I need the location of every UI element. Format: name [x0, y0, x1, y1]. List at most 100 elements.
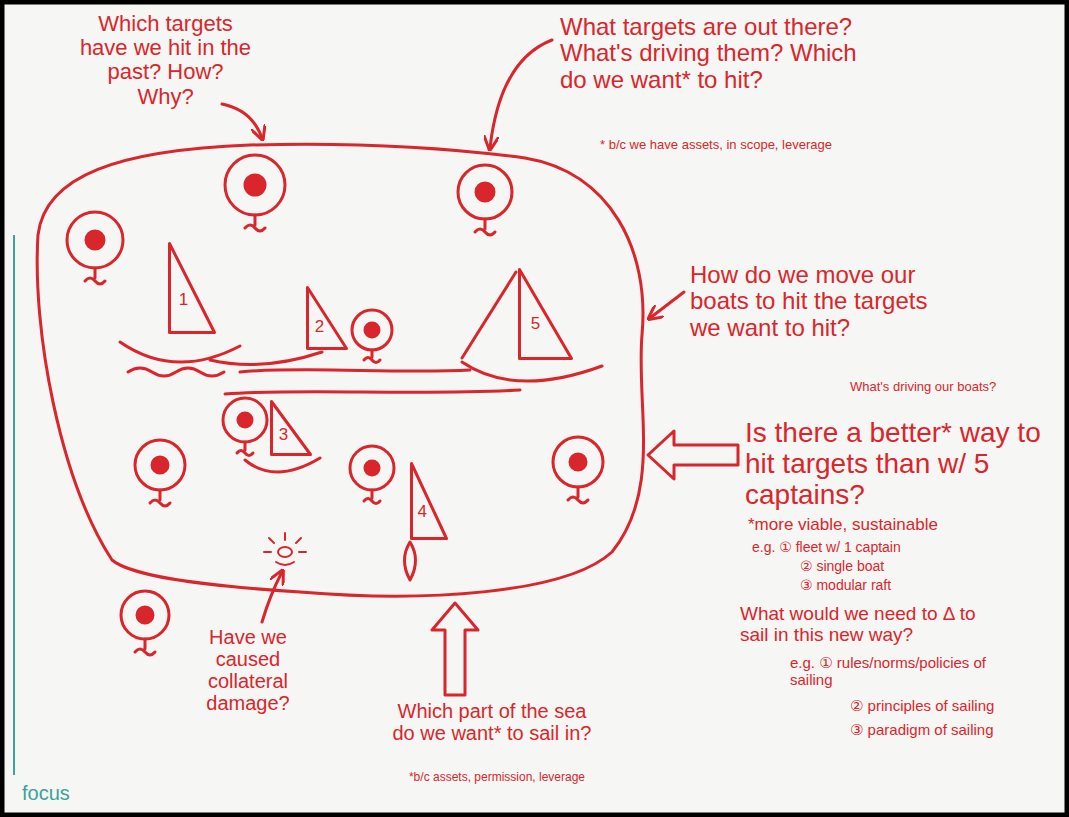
sail-outline	[520, 270, 572, 359]
sail-shape-svg	[306, 286, 348, 350]
target-dot	[365, 323, 379, 337]
note-wrap: Is there a better* way to hit targets th…	[745, 418, 1050, 510]
leader-arrow	[222, 104, 262, 138]
sail-shape-svg	[410, 462, 448, 540]
handwritten-note: *b/c assets, permission, leverage	[392, 771, 602, 784]
target-stand	[568, 487, 588, 503]
note-wrap: What's driving our boats?	[850, 380, 1030, 394]
sail: 1	[168, 242, 216, 334]
sail-outline	[170, 244, 215, 333]
handwritten-note: Which targets have we hit in the past? H…	[78, 12, 253, 109]
handwritten-note: What would we need to Δ to sail in this …	[740, 604, 980, 646]
water-line	[240, 370, 470, 372]
note-wrap: Which part of the sea do we want* to sai…	[392, 700, 592, 744]
sail-outline	[308, 288, 347, 349]
boat-hull	[245, 458, 320, 472]
boat-hull	[210, 352, 322, 365]
boat-number: 3	[279, 426, 288, 443]
target-stand	[237, 442, 253, 456]
handwritten-note: How do we move our boats to hit the targ…	[690, 262, 940, 341]
sail-shape-svg	[270, 400, 312, 456]
handwritten-note: ③ modular raft	[800, 578, 1000, 593]
sail-outline	[272, 402, 311, 455]
target-dot	[86, 231, 104, 249]
teal-line	[13, 235, 15, 775]
target	[225, 155, 285, 215]
target-dot	[365, 461, 379, 475]
water-line	[225, 390, 520, 394]
explosion	[264, 533, 306, 565]
note-wrap: Which targets have we hit in the past? H…	[78, 12, 253, 109]
target-dot	[476, 183, 494, 201]
note-wrap: ③ modular raft	[800, 578, 1000, 593]
leader-arrow	[262, 572, 282, 622]
note-wrap: ② single boat	[800, 559, 1000, 574]
target-stand	[135, 639, 155, 655]
sail: 4	[410, 462, 448, 540]
boat-number: 5	[531, 315, 540, 332]
sail: 2	[306, 286, 348, 350]
note-wrap: * b/c we have assets, in scope, leverage	[600, 138, 890, 152]
target-dot	[238, 413, 252, 427]
target-stand	[475, 219, 495, 235]
boat-number: 4	[417, 503, 426, 520]
target	[135, 440, 185, 490]
note-wrap: focus	[22, 782, 122, 804]
note-wrap: ② principles of sailing	[850, 698, 1050, 715]
target-dot	[137, 607, 153, 623]
handwritten-note: *more viable, sustainable	[748, 516, 1048, 535]
target	[121, 591, 169, 639]
target-stand	[364, 350, 380, 363]
handwritten-note: ③ paradigm of sailing	[850, 722, 1050, 739]
note-wrap: e.g. ① fleet w/ 1 captain	[752, 540, 1012, 555]
sail-shape-svg	[168, 242, 216, 334]
target	[458, 165, 512, 219]
boom-line	[462, 272, 516, 358]
handwritten-note: Have we caused collateral damage?	[188, 626, 308, 714]
handwritten-note: * b/c we have assets, in scope, leverage	[600, 138, 890, 152]
handwritten-note: ② principles of sailing	[850, 698, 1050, 715]
note-wrap: *b/c assets, permission, leverage	[392, 771, 602, 784]
target-dot	[570, 454, 586, 470]
target-stand	[85, 268, 105, 284]
target	[67, 212, 123, 268]
note-wrap: What targets are out there? What's drivi…	[560, 14, 870, 93]
handwritten-note: Is there a better* way to hit targets th…	[745, 418, 1050, 510]
target	[352, 310, 392, 350]
hollow-arrow	[432, 603, 478, 695]
handwritten-note: e.g. ① rules/norms/policies of sailing	[790, 655, 1010, 688]
note-wrap: *more viable, sustainable	[748, 516, 1048, 535]
target	[553, 437, 603, 487]
note-wrap: ③ paradigm of sailing	[850, 722, 1050, 739]
handwritten-note: focus	[22, 782, 122, 804]
sail-outline	[412, 464, 447, 539]
boat-number: 1	[179, 291, 188, 308]
leader-arrow	[490, 40, 552, 148]
boat-hull	[462, 362, 602, 381]
target-stand	[364, 490, 380, 504]
handwritten-note: e.g. ① fleet w/ 1 captain	[752, 540, 1012, 555]
sail: 5	[518, 268, 573, 360]
leader-arrow	[650, 292, 684, 318]
note-wrap: Have we caused collateral damage?	[188, 626, 308, 714]
sail-shape-svg	[518, 268, 573, 360]
target-dot	[245, 175, 265, 195]
boat-number: 2	[315, 318, 324, 335]
handwritten-note: What's driving our boats?	[850, 380, 1030, 394]
note-wrap: How do we move our boats to hit the targ…	[690, 262, 940, 341]
boat-hull	[405, 542, 416, 580]
hollow-arrow	[648, 431, 738, 479]
sail: 3	[270, 400, 312, 456]
handwritten-note: ② single boat	[800, 559, 1000, 574]
target	[350, 446, 394, 490]
target-stand	[245, 215, 265, 231]
handwritten-note: Which part of the sea do we want* to sai…	[392, 700, 592, 744]
target-dot	[152, 457, 168, 473]
sea-outline	[37, 144, 643, 596]
